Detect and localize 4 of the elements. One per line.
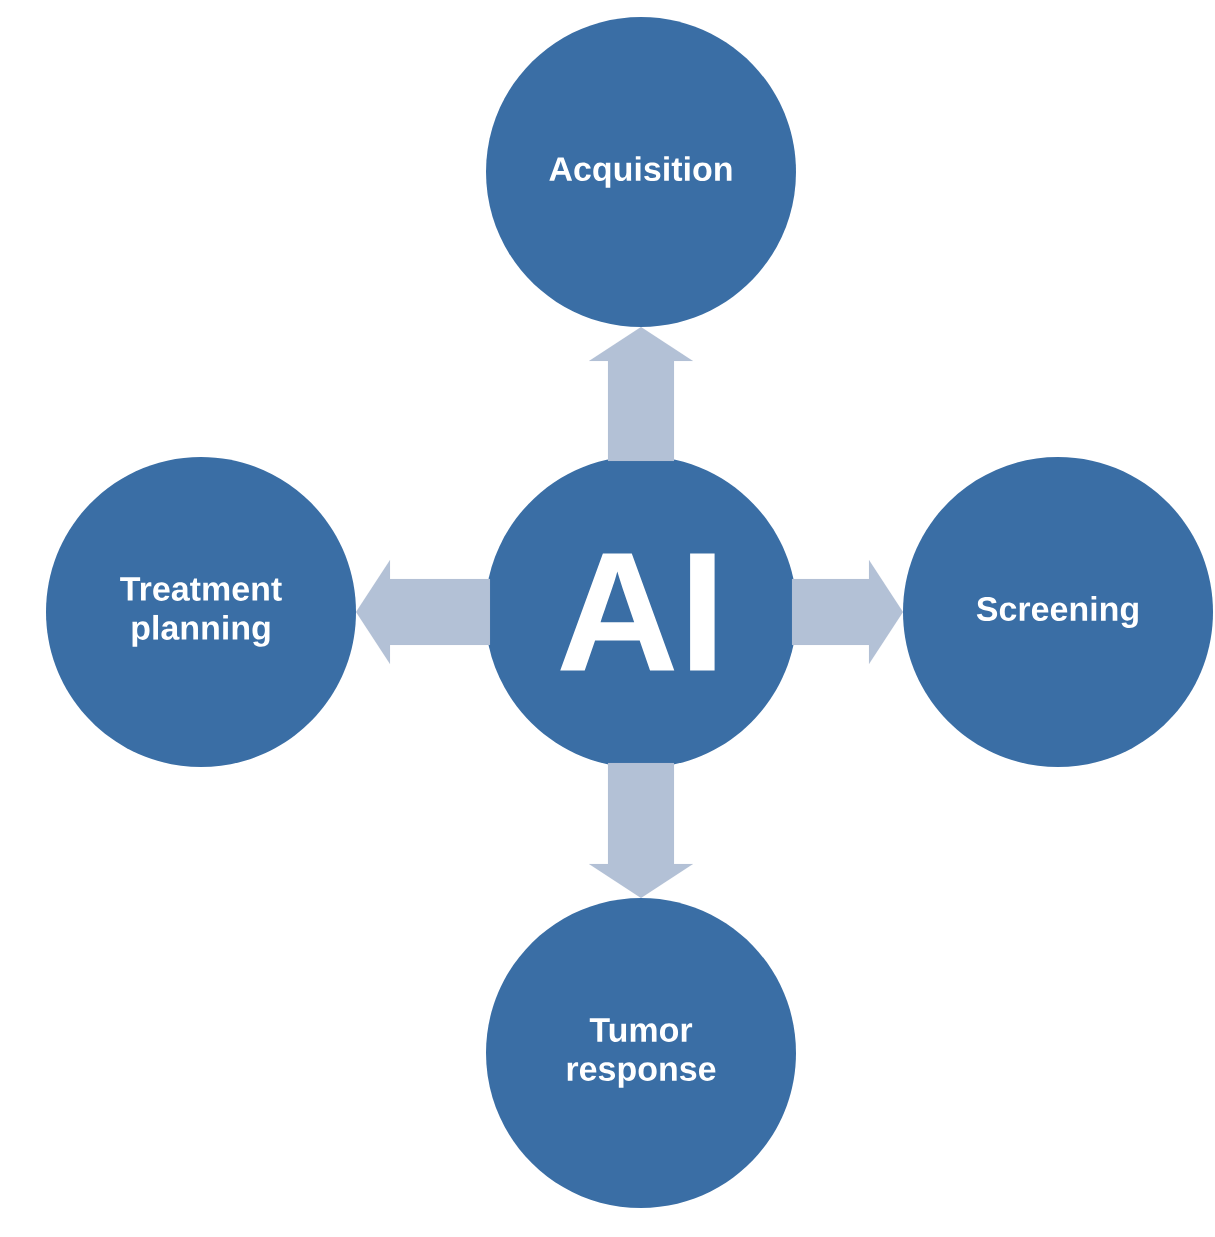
block-arrow [791, 559, 904, 665]
block-arrow [588, 762, 694, 899]
block-arrow [588, 326, 694, 462]
block-arrow [355, 559, 491, 665]
